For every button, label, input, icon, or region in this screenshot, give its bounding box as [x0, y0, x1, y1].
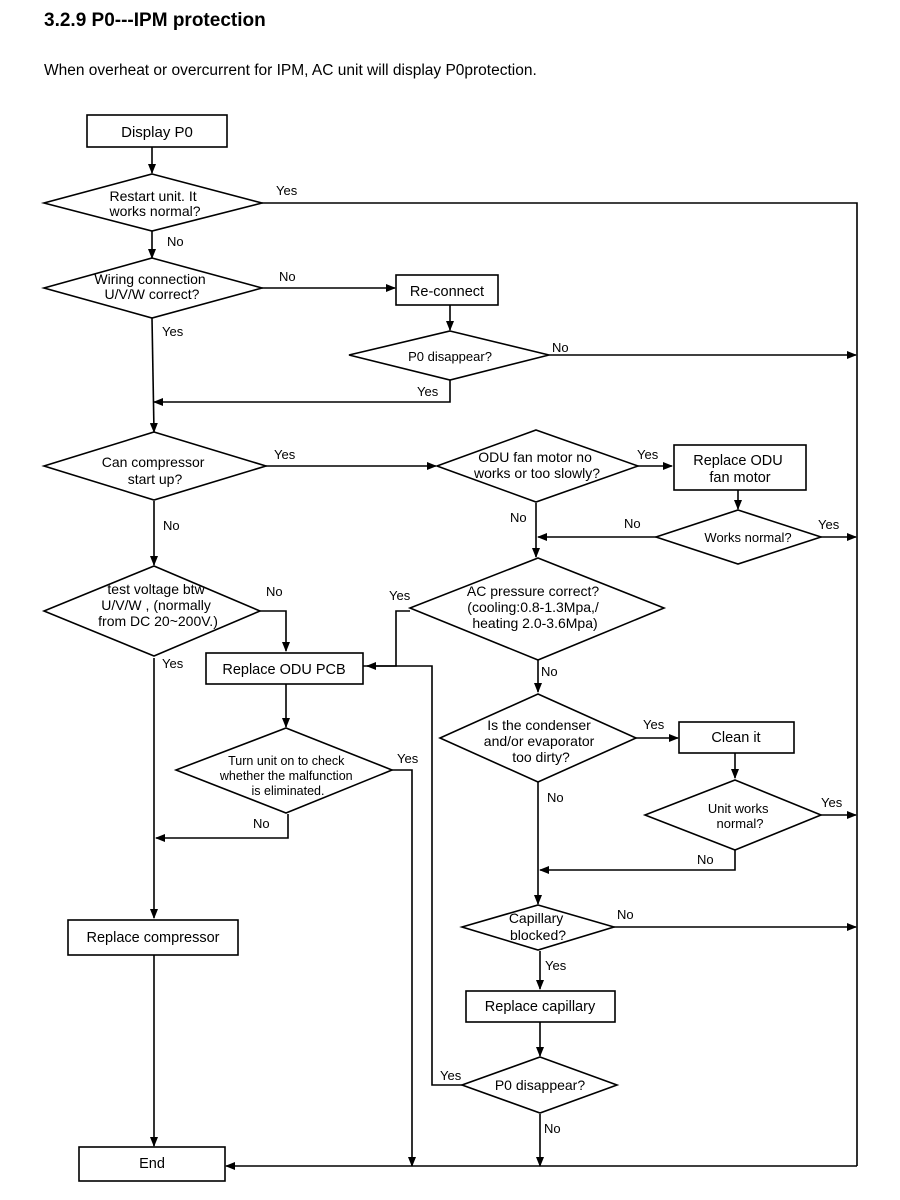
label-p0-1-yes: Yes [417, 384, 439, 399]
replace-capillary-box: Replace capillary [465, 990, 616, 1023]
label-works-normal-yes: Yes [818, 517, 840, 532]
unit-works-normal-decision: Unit works normal? [642, 779, 824, 851]
wiring-connection-decision: Wiring connection U/V/W correct? [41, 257, 266, 319]
label-works-normal-no: No [624, 516, 641, 531]
label-turn-on-yes: Yes [397, 751, 419, 766]
label-wiring-yes: Yes [162, 324, 184, 339]
edge-wiring-yes [149, 317, 158, 433]
svg-text:Display P0: Display P0 [121, 124, 193, 141]
label-p0-2-yes: Yes [440, 1068, 462, 1083]
condenser-dirty-decision: Is the condenser and/or evaporator too d… [438, 693, 638, 783]
edge-restart-yes-to-end [262, 202, 858, 1166]
svg-text:Can compressor start up?: Can compressor start up? [102, 454, 209, 487]
label-wiring-no: No [279, 269, 296, 284]
svg-text:test voltage btw U/V/W ,: test voltage btw U/V/W , (normally from … [98, 581, 218, 629]
label-voltage-no: No [266, 584, 283, 599]
svg-text:AC pressure correct? (co: AC pressure correct? (cooling:0.8-1.3Mpa… [467, 583, 603, 631]
compressor-start-decision: Can compressor start up? [41, 431, 269, 501]
label-restart-yes: Yes [276, 183, 298, 198]
svg-text:Wiring connection U/V/W: Wiring connection U/V/W correct? [94, 271, 209, 302]
edge-labels: Yes No No Yes No Yes Yes Yes No No Yes N… [162, 183, 843, 1136]
edge-turn-on-yes [392, 769, 416, 1167]
works-normal-decision: Works normal? [653, 509, 824, 565]
label-fan-no: No [510, 510, 527, 525]
label-unit-works-yes: Yes [821, 795, 843, 810]
replace-compressor-box: Replace compressor [67, 919, 239, 956]
svg-text:Is the condenser and/or: Is the condenser and/or evaporator too d… [484, 717, 598, 765]
edge-voltage-no [260, 610, 290, 652]
svg-text:Turn unit on to check wh: Turn unit on to check whether the malfun… [219, 754, 356, 798]
label-compressor-yes: Yes [274, 447, 296, 462]
replace-odu-pcb-box: Replace ODU PCB [205, 652, 364, 685]
edge-pressure-yes [366, 610, 410, 670]
label-compressor-no: No [163, 518, 180, 533]
svg-text:End: End [139, 1156, 165, 1172]
clean-it-box: Clean it [678, 721, 795, 754]
turn-unit-on-decision: Turn unit on to check whether the malfun… [173, 727, 395, 814]
edge-unit-works-no [539, 850, 736, 874]
edge-p0-1-yes [153, 380, 451, 406]
start-box: Display P0 [86, 114, 228, 148]
restart-unit-decision: Restart unit. It works normal? [40, 173, 266, 232]
svg-text:P0 disappear?: P0 disappear? [495, 1077, 586, 1093]
svg-text:Replace compressor: Replace compressor [87, 930, 220, 946]
label-voltage-yes: Yes [162, 656, 184, 671]
svg-text:Clean it: Clean it [711, 730, 760, 746]
svg-text:ODU fan motor no works o: ODU fan motor no works or too slowly? [473, 449, 600, 481]
test-voltage-decision: test voltage btw U/V/W , (normally from … [41, 565, 263, 657]
capillary-blocked-decision: Capillary blocked? [459, 904, 617, 951]
label-capillary-yes: Yes [545, 958, 567, 973]
section-heading: 3.2.9 P0---IPM protection [44, 10, 266, 31]
label-p0-1-no: No [552, 340, 569, 355]
label-condenser-no: No [547, 790, 564, 805]
reconnect-box: Re-connect [395, 274, 499, 306]
p0-disappear-decision-1: P0 disappear? [348, 330, 550, 381]
label-pressure-yes: Yes [389, 588, 411, 603]
label-condenser-yes: Yes [643, 717, 665, 732]
ac-pressure-decision: AC pressure correct? (cooling:0.8-1.3Mpa… [407, 557, 667, 661]
connectors [148, 147, 858, 1170]
svg-text:P0 disappear?: P0 disappear? [408, 349, 492, 364]
label-turn-on-no: No [253, 816, 270, 831]
odu-fan-decision: ODU fan motor no works or too slowly? [434, 429, 641, 503]
svg-text:Replace ODU PCB: Replace ODU PCB [222, 662, 345, 678]
svg-text:Unit works normal?: Unit works normal? [708, 801, 772, 831]
intro-text: When overheat or overcurrent for IPM, AC… [44, 62, 537, 79]
p0-disappear-decision-2: P0 disappear? [459, 1056, 620, 1114]
edge-turn-on-no [155, 814, 289, 842]
svg-text:Replace capillary: Replace capillary [485, 999, 596, 1015]
label-p0-2-no: No [544, 1121, 561, 1136]
label-capillary-no: No [617, 907, 634, 922]
label-fan-yes: Yes [637, 447, 659, 462]
svg-text:Restart unit. It works n: Restart unit. It works normal? [108, 188, 200, 219]
end-box: End [78, 1146, 226, 1182]
svg-text:Re-connect: Re-connect [410, 284, 484, 300]
replace-fan-motor-box: Replace ODU fan motor [673, 444, 807, 491]
label-restart-no: No [167, 234, 184, 249]
label-unit-works-no: No [697, 852, 714, 867]
edge-p0-2-yes [352, 665, 462, 1086]
svg-text:Capillary blocked?: Capillary blocked? [509, 910, 567, 943]
svg-text:Works normal?: Works normal? [704, 530, 791, 545]
label-pressure-no: No [541, 664, 558, 679]
svg-text:Replace ODU fan motor: Replace ODU fan motor [693, 453, 786, 486]
